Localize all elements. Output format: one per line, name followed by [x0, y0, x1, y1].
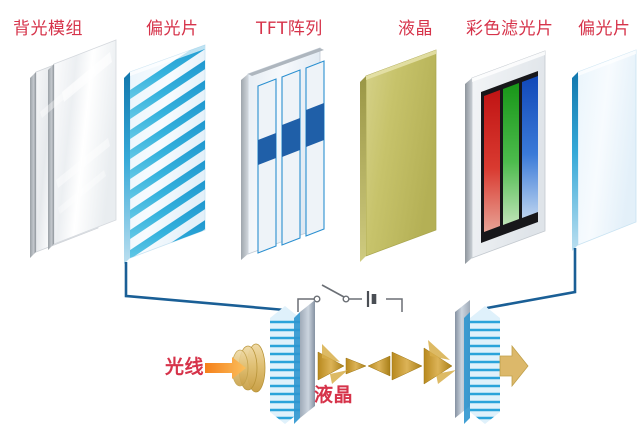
connector-right: [486, 248, 577, 310]
tft-top-band: [248, 48, 324, 76]
layer-color-filter: [465, 50, 546, 264]
bottom-polarizer-right: [455, 300, 500, 424]
bottom-polarizer-right-edge: [464, 312, 470, 424]
polarizer-2-stripes: [583, 50, 636, 244]
bottom-polarizer-right-body: [470, 306, 500, 424]
tft-transistor-block: [306, 103, 324, 147]
bottom-polarizer-left-edge: [294, 312, 300, 424]
bottom-detail-diagram: [205, 284, 529, 424]
tft-pixel-column: [257, 78, 277, 254]
polarizer-1-top-highlight: [130, 45, 205, 76]
layer-backlight-module: [30, 39, 117, 258]
color-filter-top-highlight: [472, 51, 545, 82]
layer-polarizer-2: [572, 49, 637, 251]
liquid-crystal-plate: [365, 49, 437, 257]
label-backlight-module: 背光模组: [13, 19, 83, 39]
light-ray-arrow: [205, 357, 246, 379]
lc-twist-molecules: [317, 347, 453, 385]
label-tft-array: TFT阵列: [256, 19, 323, 39]
circuit-battery: [366, 291, 377, 307]
tft-pixel-column: [305, 60, 325, 237]
label-light-ray: 光线: [165, 356, 205, 378]
exit-light-arrow: [499, 344, 529, 388]
lc-twist-molecules-secondary: [322, 340, 456, 384]
color-filter-stripe-blue: [522, 76, 538, 218]
label-polarizer-2: 偏光片: [578, 19, 631, 39]
bottom-polarizer-left: [270, 300, 315, 424]
liquid-crystal-top-highlight: [366, 50, 436, 80]
connector-lines: [124, 248, 577, 312]
connector-left: [124, 262, 286, 312]
color-filter-stripe-green: [503, 83, 519, 225]
layer-tft-array: [241, 47, 325, 260]
tft-pixel-columns: [257, 60, 325, 254]
switch-lever: [321, 284, 345, 298]
tft-transistor-block: [282, 118, 300, 157]
label-color-filter: 彩色滤光片: [466, 19, 554, 39]
color-filter-stripe-red: [484, 90, 500, 232]
liquid-crystal-edge: [360, 76, 366, 262]
label-liquid-crystal: 液晶: [398, 19, 433, 39]
switch-terminal-left: [313, 295, 321, 303]
bottom-electrode-left: [300, 300, 315, 418]
label-liquid-crystal-bottom: 液晶: [314, 384, 354, 406]
label-polarizer-1: 偏光片: [146, 19, 199, 39]
color-filter-edge: [465, 78, 472, 264]
tft-transistor-block: [258, 133, 276, 165]
polarizer-1-edge: [124, 72, 130, 264]
backlight-highlights: [40, 52, 112, 214]
backlight-back-plate-edge: [30, 72, 36, 258]
tft-substrate-edge: [241, 74, 248, 260]
layer-polarizer-1: [124, 44, 206, 264]
polarizer-2-top-highlight: [578, 50, 636, 76]
tft-pixel-column: [281, 69, 301, 246]
circuit-switch[interactable]: [313, 284, 350, 303]
switch-terminal-right: [342, 295, 350, 303]
circuit-wires: [297, 298, 403, 312]
backlight-front-plate-edge: [48, 64, 54, 250]
layer-liquid-crystal: [360, 49, 437, 262]
polarizer-2-edge: [572, 72, 578, 251]
